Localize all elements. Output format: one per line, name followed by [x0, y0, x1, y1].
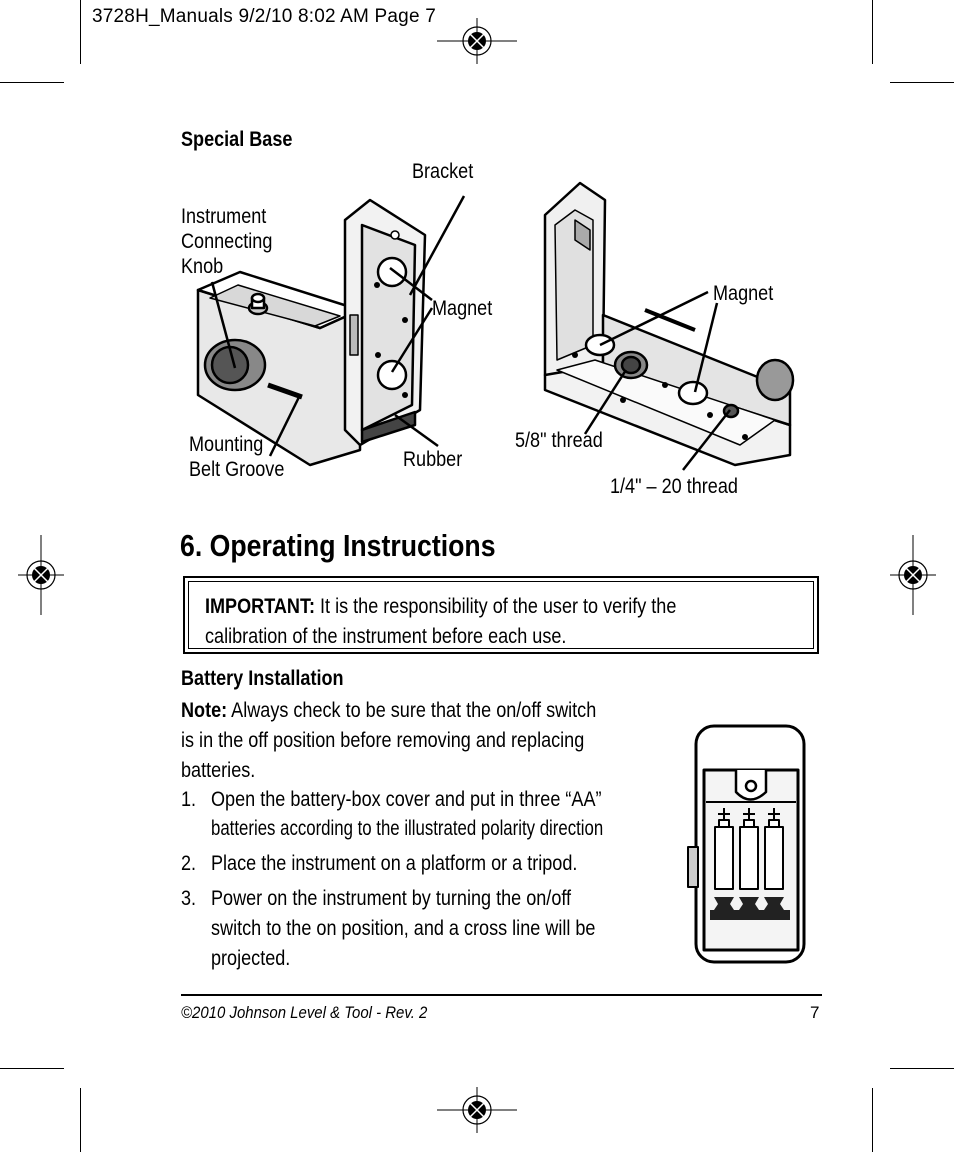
step-1-line2: batteries according to the illustrated p…	[211, 817, 604, 840]
battery-installation-heading: Battery Installation	[181, 667, 344, 690]
callout-thread-58: 5/8" thread	[515, 429, 603, 452]
crop-mark	[0, 1068, 64, 1069]
callout-leader-lines	[210, 195, 731, 471]
callout-magnet-right: Magnet	[713, 282, 774, 305]
note-label: Note:	[181, 699, 228, 722]
crop-mark	[890, 1068, 954, 1069]
callout-bracket: Bracket	[412, 160, 474, 183]
step-3-line3: projected.	[211, 947, 291, 970]
printer-slug: 3728H_Manuals 9/2/10 8:02 AM Page 7	[92, 6, 436, 27]
callout-knob-line2: Connecting	[181, 230, 273, 253]
crop-mark	[872, 0, 873, 64]
footer-copyright: ©2010 Johnson Level & Tool - Rev. 2	[181, 1003, 428, 1022]
step-1-line1: Open the battery-box cover and put in th…	[211, 788, 602, 811]
important-line2: calibration of the instrument before eac…	[205, 625, 567, 648]
note-line2: is in the off position before removing a…	[181, 729, 585, 752]
important-notice-box: IMPORTANT: It is the responsibility of t…	[183, 576, 819, 654]
note-line1: Note: Always check to be sure that the o…	[181, 696, 596, 726]
important-notice-inner-border	[188, 581, 814, 649]
important-line1: It is the responsibility of the user to …	[315, 595, 677, 618]
important-label: IMPORTANT:	[205, 595, 316, 618]
registration-mark-icon	[18, 535, 64, 615]
special-base-back-illustration	[543, 181, 795, 467]
battery-box-illustration	[687, 724, 806, 964]
step-2-number: 2.	[181, 852, 197, 875]
note-line3: batteries.	[181, 759, 256, 782]
crop-mark	[0, 82, 64, 83]
callout-magnet-left: Magnet	[432, 297, 493, 320]
crop-mark	[872, 1088, 873, 1152]
crop-mark	[80, 0, 81, 64]
callout-rubber: Rubber	[403, 448, 463, 471]
callout-mounting-line1: Mounting	[189, 433, 264, 456]
callout-knob-line3: Knob	[181, 255, 224, 278]
step-3-line2: switch to the on position, and a cross l…	[211, 917, 596, 940]
special-base-heading: Special Base	[181, 128, 293, 151]
important-notice-text: IMPORTANT: It is the responsibility of t…	[205, 592, 790, 652]
step-1-number: 1.	[181, 788, 197, 811]
note-line1-text: Always check to be sure that the on/off …	[227, 699, 597, 722]
registration-mark-icon	[437, 1087, 517, 1133]
crop-mark	[80, 1088, 81, 1152]
operating-instructions-heading: 6. Operating Instructions	[180, 528, 496, 563]
step-2-line1: Place the instrument on a platform or a …	[211, 852, 578, 875]
crop-mark	[890, 82, 954, 83]
page-number: 7	[810, 1003, 820, 1022]
callout-thread-14: 1/4" – 20 thread	[610, 475, 738, 498]
step-3-line1: Power on the instrument by turning the o…	[211, 887, 572, 910]
callout-mounting-line2: Belt Groove	[189, 458, 285, 481]
footer-rule	[181, 994, 822, 996]
registration-mark-icon	[890, 535, 936, 615]
step-3-number: 3.	[181, 887, 197, 910]
callout-knob-line1: Instrument	[181, 205, 267, 228]
registration-mark-icon	[437, 18, 517, 64]
